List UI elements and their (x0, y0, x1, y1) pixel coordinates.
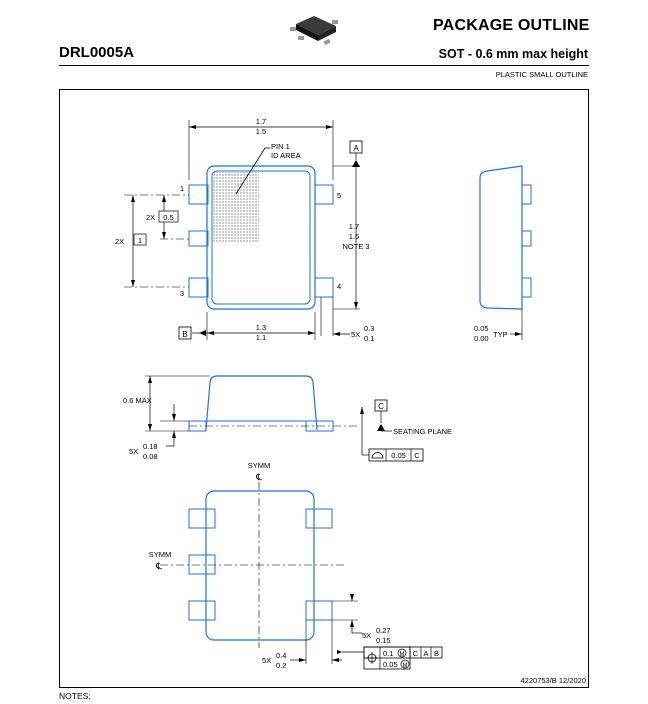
length-max: 1.7 (349, 222, 359, 231)
datum-b-box (178, 326, 192, 340)
lead-width-max: 0.3 (364, 324, 374, 333)
drawing-frame (59, 89, 589, 688)
height-label: 0.6 MAX (123, 396, 152, 405)
lead-w-min: 0.2 (276, 661, 286, 670)
lead-len-max: 0.27 (376, 626, 391, 635)
tol1-value: 0.1 (383, 649, 393, 658)
body-inner-outline (211, 170, 311, 305)
package-subtitle: SOT - 0.6 mm max height (438, 47, 588, 61)
lead-width-min: 0.1 (364, 334, 374, 343)
svg-text:M: M (400, 652, 405, 658)
page-title: PACKAGE OUTLINE (433, 17, 590, 34)
thick-min: 0.08 (143, 452, 158, 461)
length-note: NOTE 3 (342, 242, 369, 251)
datum-a: A (353, 144, 359, 153)
mmc-icon-1 (397, 648, 407, 658)
length-min: 1.5 (349, 232, 359, 241)
tol1-ref-b: B (434, 649, 439, 658)
pin-number-4: 4 (337, 282, 341, 291)
seating-plane: SEATING PLANE (393, 427, 452, 436)
svg-text:M: M (403, 663, 408, 669)
body-max: 1.3 (256, 323, 266, 332)
side-view: 0.05 0.00 TYP (474, 165, 532, 343)
width-max: 1.7 (256, 117, 266, 126)
standoff-min: 0.00 (474, 334, 489, 343)
lead-3 (188, 277, 209, 298)
coplanarity-ref: C (414, 451, 420, 460)
lead-width-prefix: 5X (351, 330, 360, 339)
lead-w-max: 0.4 (276, 651, 286, 660)
coplanarity-icon (371, 452, 384, 459)
lead-1 (188, 184, 209, 205)
position-tolerance-icon (366, 652, 378, 664)
span-prefix: 2X (115, 237, 124, 246)
standoff-note: TYP (493, 330, 508, 339)
lead-2 (188, 230, 209, 247)
width-min: 1.5 (256, 127, 266, 136)
symm-left: SYMM (149, 550, 172, 559)
notes-heading: NOTES: (59, 691, 91, 701)
top-view: PIN 1 ID AREA 1.7 1.5 A 1.7 1.5 NOTE 3 1… (115, 117, 374, 343)
body-min: 1.1 (256, 333, 266, 342)
tol1-ref-c: C (413, 649, 419, 658)
body-outline (206, 165, 316, 310)
lead-len-prefix: 5X (362, 631, 371, 640)
thick-prefix: 5X (129, 447, 138, 456)
pin-number-1: 1 (180, 184, 184, 193)
tol2-value: 0.05 (383, 660, 398, 669)
coplanarity: 0.05 (391, 451, 406, 460)
thick-max: 0.18 (143, 442, 158, 451)
centerline-top: ℄ (255, 472, 262, 482)
package-category: PLASTIC SMALL OUTLINE (495, 70, 588, 79)
package-thumbnail-icon (284, 10, 342, 55)
pin1-id-area (213, 172, 259, 242)
datum-b: B (182, 330, 187, 339)
span-value: 1 (138, 236, 142, 245)
lead-4 (314, 277, 334, 298)
pin1-label: PIN 1 (271, 142, 290, 151)
mmc-icon-2 (400, 659, 410, 669)
pin-number-3: 3 (180, 289, 184, 298)
document-number: 4220753/B 12/2020 (520, 676, 586, 685)
pin-number-5: 5 (337, 191, 341, 200)
lead-w-prefix: 5X (262, 656, 271, 665)
tol1-ref-a: A (423, 649, 428, 658)
lead-5 (314, 184, 334, 205)
datum-c: C (378, 402, 384, 411)
symm-top: SYMM (248, 461, 271, 470)
header-divider (59, 65, 589, 66)
front-view: 0.6 MAX 5X 0.18 0.08 C SEATING PLANE 0.0… (123, 375, 452, 462)
pin1-label2: ID AREA (271, 151, 301, 160)
centerline-left: ℄ (155, 561, 162, 571)
pitch-prefix: 2X (146, 213, 155, 222)
package-id: DRL0005A (59, 44, 135, 61)
pitch-value: 0.5 (163, 213, 173, 222)
bottom-view: SYMM ℄ SYMM ℄ 5X 0.27 0.15 5X 0.4 0.2 (149, 461, 443, 670)
standoff-max: 0.05 (474, 324, 489, 333)
lead-len-min: 0.15 (376, 636, 391, 645)
